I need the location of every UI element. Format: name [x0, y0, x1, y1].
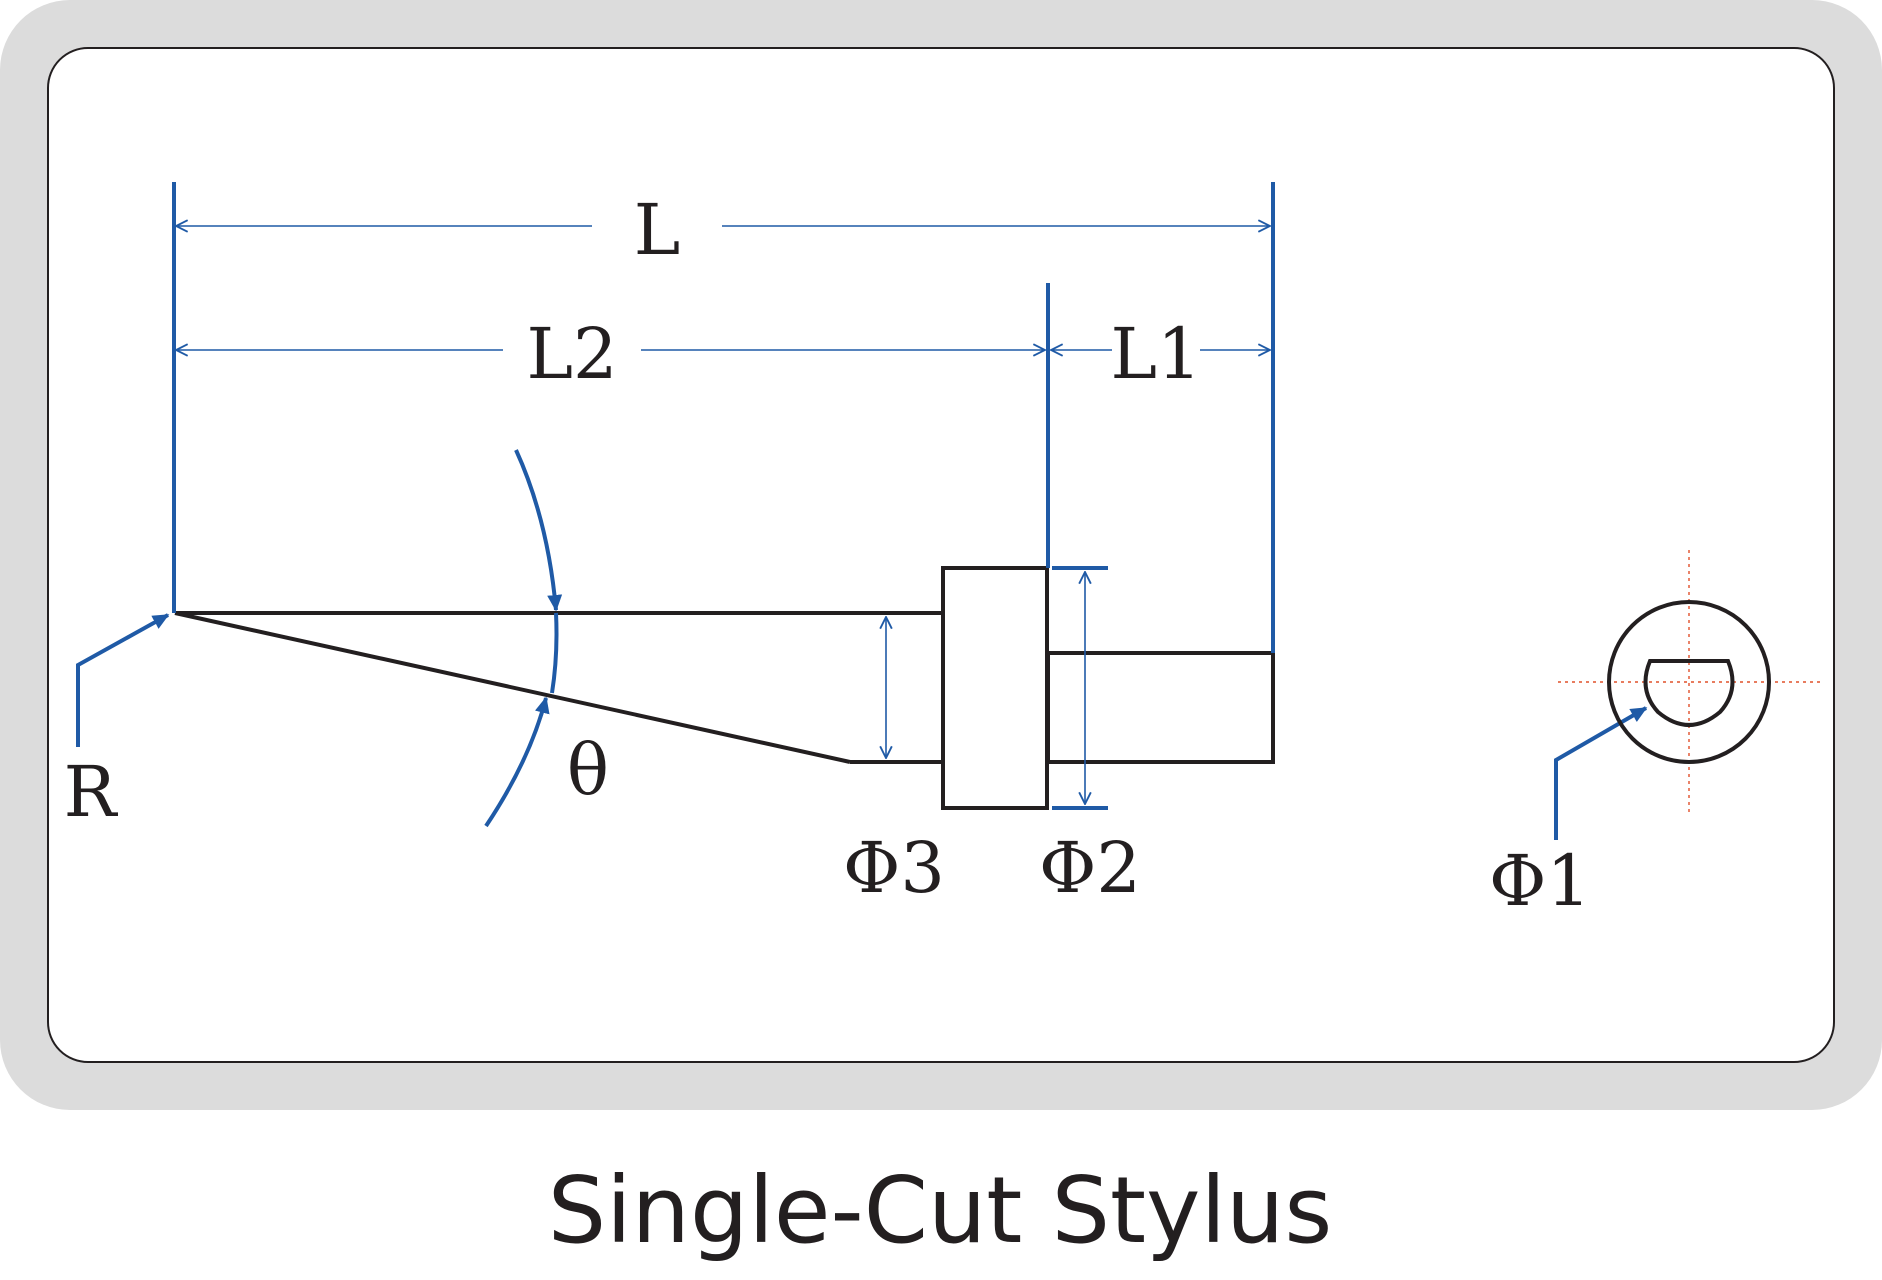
leader-phi1 [1554, 706, 1648, 840]
end-view-d-profile [1643, 659, 1735, 727]
label-phi1: Φ1 [1489, 840, 1591, 922]
end-view-outer-circle [1607, 600, 1771, 764]
label-phi2: Φ2 [1039, 827, 1141, 909]
dimension-lines [76, 182, 1648, 840]
inner-panel [47, 47, 1835, 1063]
theta-arc-lower [484, 696, 550, 828]
label-L2: L2 [526, 313, 617, 395]
end-view [1558, 550, 1820, 812]
diagram-caption: Single-Cut Stylus [548, 1157, 1333, 1264]
label-L: L [634, 189, 680, 271]
theta-arc-upper [514, 449, 563, 612]
stylus-cut-edge [174, 611, 851, 764]
leader-R [76, 613, 170, 747]
label-L1: L1 [1110, 313, 1201, 395]
label-R: R [64, 751, 119, 833]
theta-arc-middle [550, 612, 559, 694]
label-phi3: Φ3 [843, 827, 945, 909]
label-theta: θ [567, 729, 609, 811]
stylus-outline [174, 566, 1275, 810]
stylus-shank [1046, 651, 1275, 764]
